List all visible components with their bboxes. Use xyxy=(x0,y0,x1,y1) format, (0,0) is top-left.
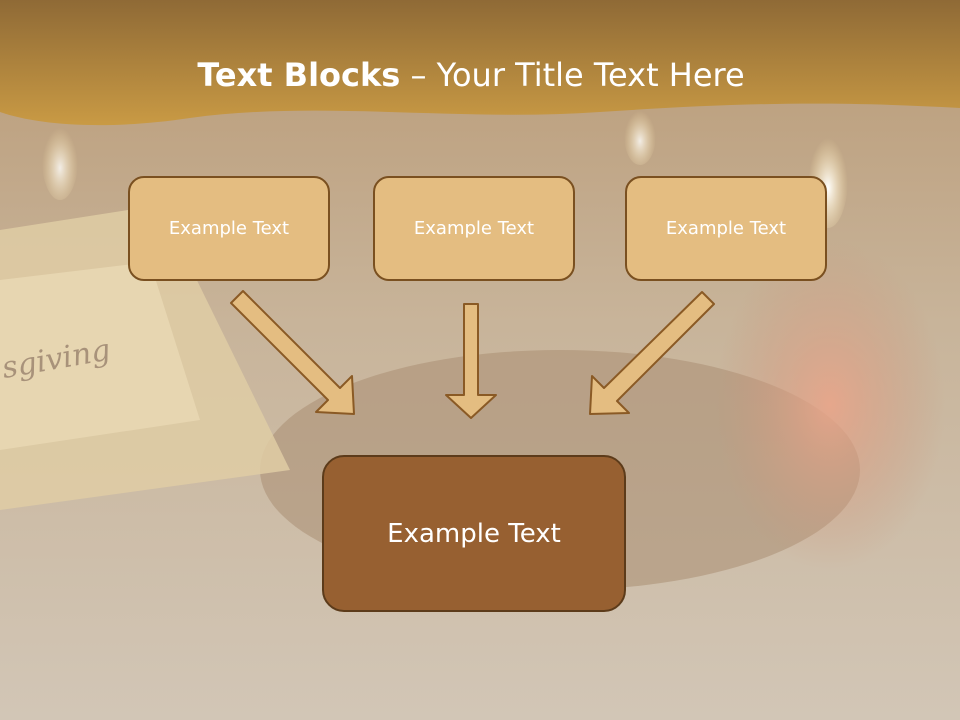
result-block-label: Example Text xyxy=(387,518,561,549)
title-bold-part: Text Blocks xyxy=(197,56,401,94)
left-arrow xyxy=(230,290,355,415)
title-dash: – xyxy=(400,56,437,94)
slide-title: Text Blocks – Your Title Text Here xyxy=(0,56,942,94)
text-block-2[interactable]: Example Text xyxy=(373,176,575,281)
text-block-1-label: Example Text xyxy=(168,218,290,239)
text-block-1[interactable]: Example Text xyxy=(128,176,330,281)
right-arrow xyxy=(589,291,715,415)
text-block-2-label: Example Text xyxy=(413,218,535,239)
text-block-3-label: Example Text xyxy=(665,218,787,239)
result-block[interactable]: Example Text xyxy=(322,455,626,612)
center-arrow xyxy=(445,303,497,419)
title-rest: Your Title Text Here xyxy=(436,56,745,94)
text-block-3[interactable]: Example Text xyxy=(625,176,827,281)
